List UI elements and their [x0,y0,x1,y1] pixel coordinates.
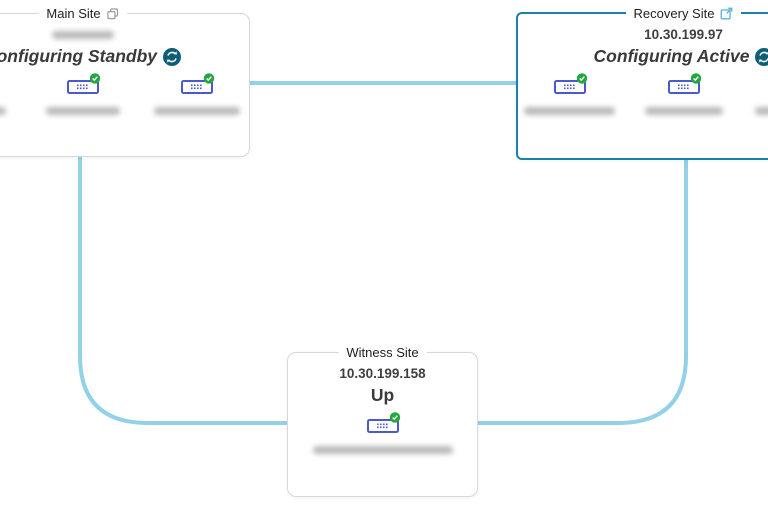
redacted-device-ip [524,107,615,115]
site-status-main: Configuring Standby [0,46,182,67]
check-badge-icon [690,73,701,84]
site-name: Main Site [46,6,101,21]
redacted-device-ip [644,107,723,115]
connection-line-main-witness [78,150,292,425]
redacted-site-ip [51,31,114,39]
site-card-recovery[interactable]: Recovery Site 10.30.199.97 Configuring A… [516,4,768,160]
device-icon[interactable] [65,73,101,100]
external-link-icon[interactable] [720,7,733,20]
device-icon[interactable] [666,73,702,100]
copy-icon[interactable] [107,7,119,20]
site-label-main: Main Site [38,4,127,23]
redacted-device-ip [153,107,240,115]
redacted-device-ip [312,446,453,454]
site-name: Recovery Site [633,6,715,21]
device-row-main [0,73,243,115]
site-card-witness[interactable]: Witness Site 10.30.199.158 Up [287,343,478,497]
redacted-device-ip [45,107,120,115]
check-badge-icon [389,412,400,423]
sync-icon [755,47,768,66]
device-row-recovery [524,73,768,115]
site-label-witness: Witness Site [338,343,427,362]
site-label-recovery: Recovery Site [625,4,742,23]
site-ip: 10.30.199.97 [644,27,723,42]
site-card-main[interactable]: Main Site Configuring Standby [0,4,250,157]
device-icon[interactable] [552,73,588,100]
site-status-witness: Up [370,385,395,405]
redacted-device-ip [754,107,768,115]
redacted-device-ip [0,107,6,115]
device-icon[interactable] [365,412,401,439]
connection-line-recovery-witness [474,152,688,425]
check-badge-icon [89,73,100,84]
site-ip: 10.30.199.158 [339,366,426,381]
check-badge-icon [576,73,587,84]
check-badge-icon [203,73,214,84]
sync-icon [163,47,182,66]
site-name: Witness Site [346,345,419,360]
device-row-witness [303,412,463,454]
device-icon[interactable] [179,73,215,100]
site-status-recovery: Configuring Active [594,46,768,67]
